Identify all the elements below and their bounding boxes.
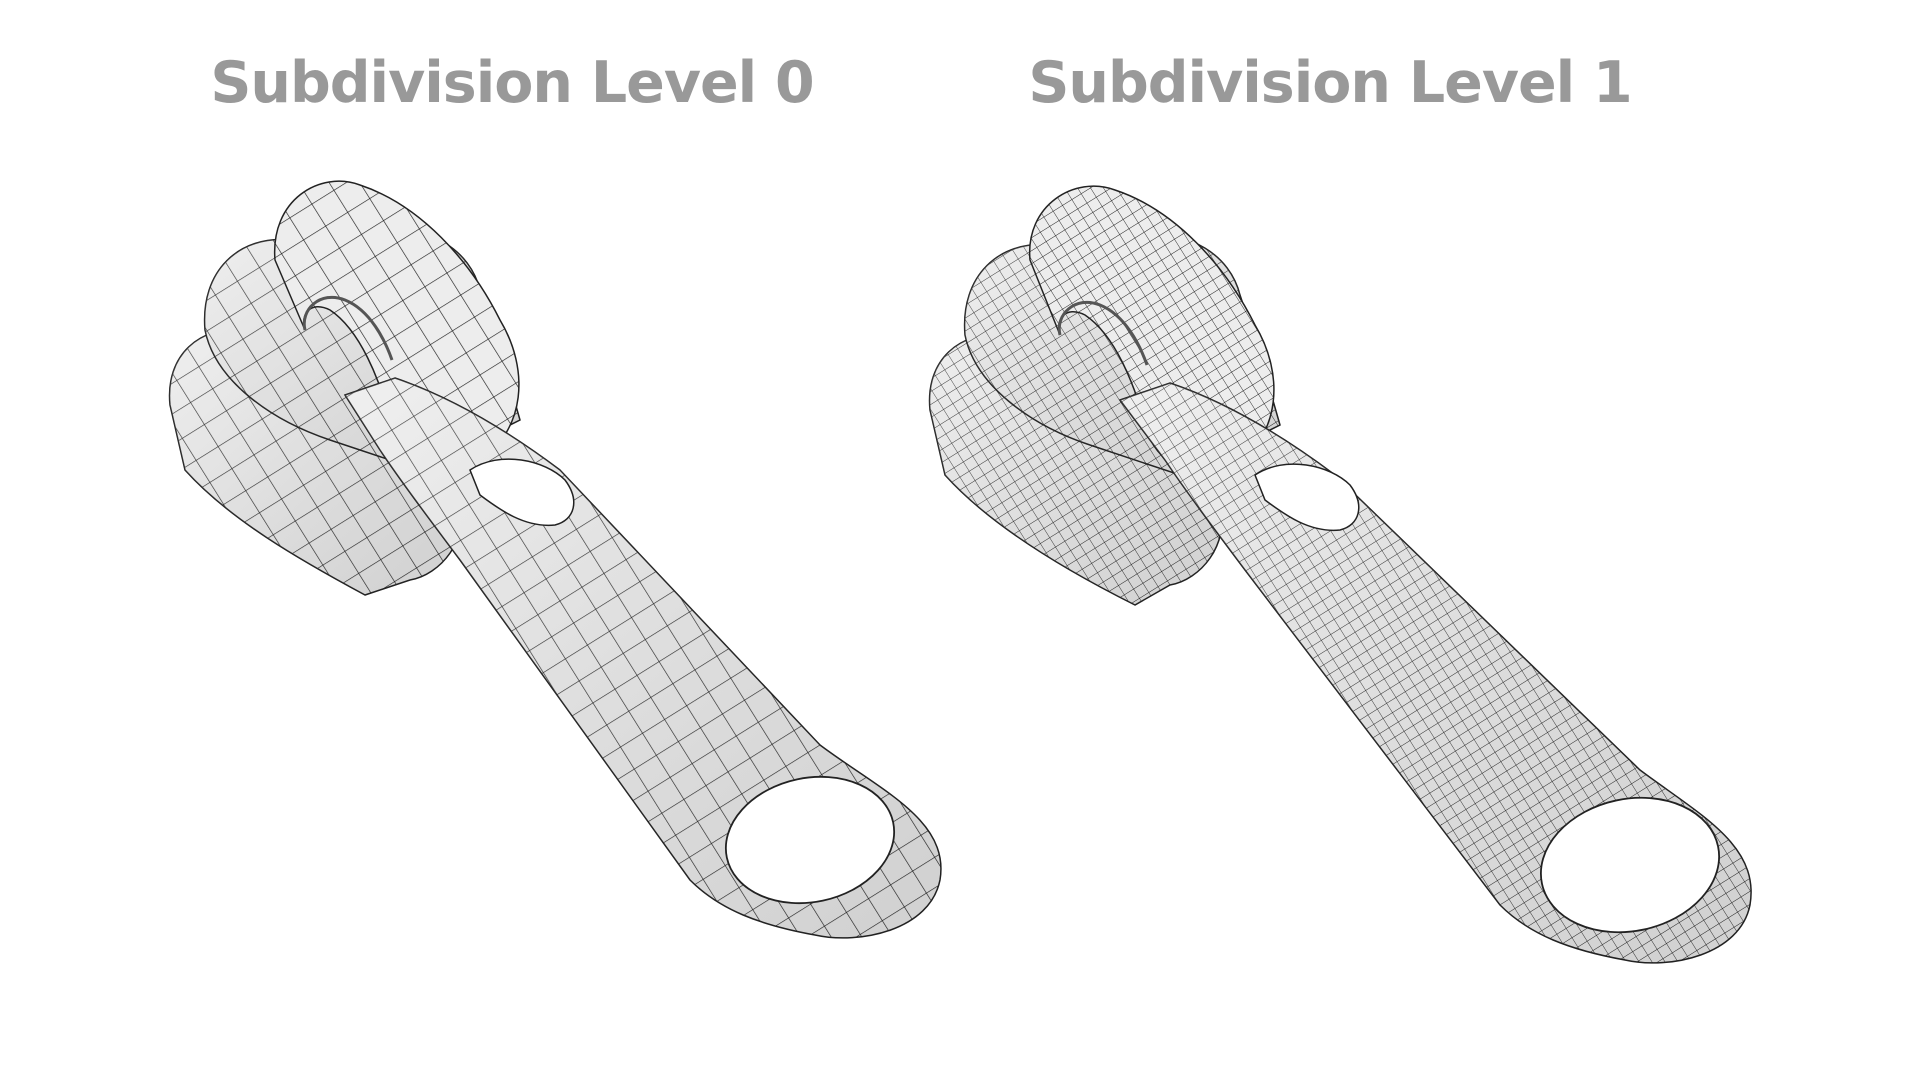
- pull-ring-hole: [724, 775, 896, 905]
- panel-title-level-1: Subdivision Level 1: [1028, 50, 1632, 116]
- panel-title-level-0: Subdivision Level 0: [210, 50, 814, 116]
- zipper-level-1: [928, 185, 1752, 964]
- pull-ring-hole: [1540, 796, 1720, 934]
- zipper-level-0: [168, 180, 942, 939]
- tab-slot: [1254, 463, 1360, 532]
- tab-slot: [469, 458, 575, 527]
